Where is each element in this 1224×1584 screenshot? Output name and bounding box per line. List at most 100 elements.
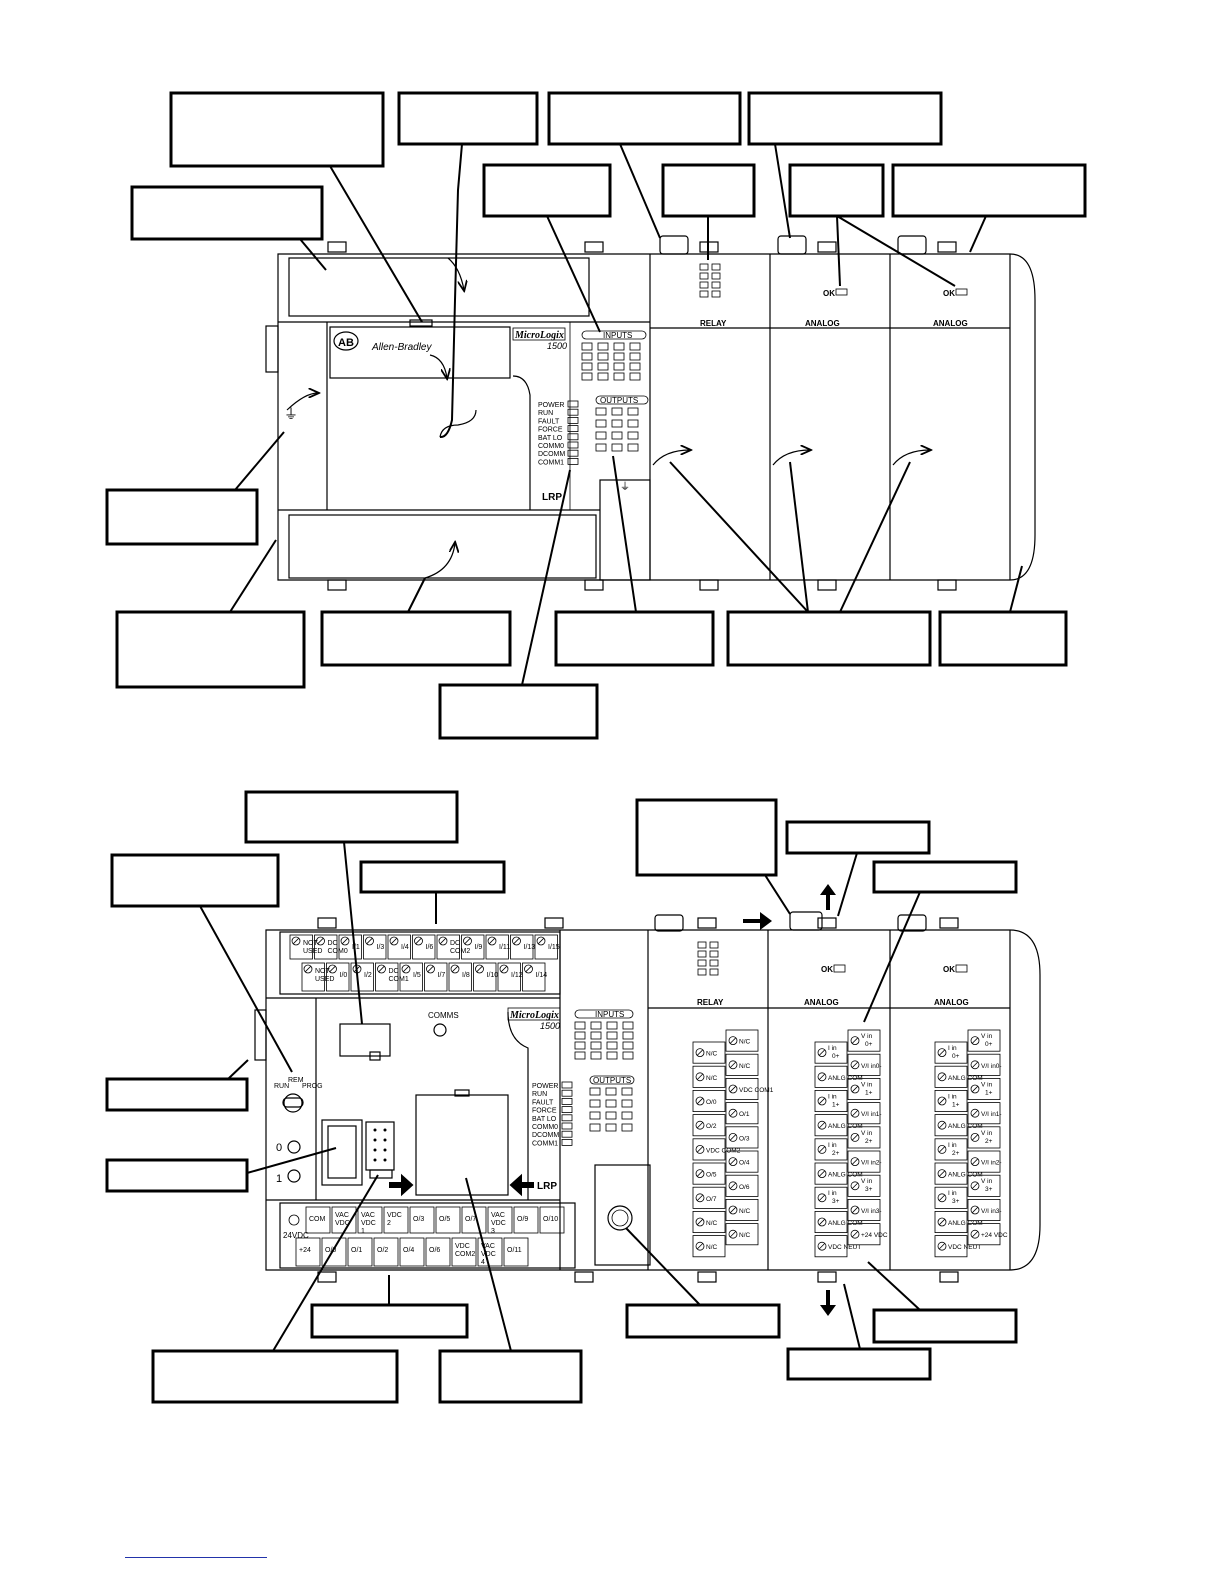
top-output-led-0-2 [627,407,639,416]
bottom-top-row1-screw-icon [536,936,546,946]
relay-left-screw-icon-slot [696,1194,704,1201]
analog2-left-terminal [934,1211,968,1234]
analog2-left-screw-icon [937,1120,947,1130]
bottom-status-led-label: COMM0 [532,1124,558,1131]
analog2-right-screw-icon [970,1084,980,1094]
top-expansion-modules: RELAY ANALOG ANALOG OK OK [649,254,1011,580]
relay-left-screw-icon [695,1072,705,1082]
bottom-top-row2-terminal-label: I/12 [511,972,523,979]
analog1-right-terminal [847,1126,881,1149]
relay-right-screw-icon-slot [729,1134,737,1141]
bottom-relay-led-1-1 [709,950,719,958]
analog2-right-screw-icon [970,1229,980,1239]
analog1-right-label: V in [861,1178,873,1185]
analog2-left-screw-icon-slot [938,1122,946,1129]
bottom-top-row2-terminal [375,962,399,992]
relay-right-terminal [725,1102,759,1125]
bottom-out-row2-terminal-label: O/1 [351,1247,362,1254]
analog1-right-terminal [847,1223,881,1246]
analog1-right-screw-icon [850,1133,860,1142]
bottom-out-row1-terminal [513,1206,539,1234]
bottom-callouts [105,790,1018,1404]
trim-pot-1-icon[interactable] [287,1169,301,1183]
top-input-led-1-0 [581,352,593,361]
analog2-right-label-2: 1+ [985,1089,993,1096]
top-input-led-3-2 [613,372,625,381]
pot-dot [383,1138,387,1142]
relay-left-terminal [692,1235,726,1258]
analog2-right-screw-icon-slot [971,1134,979,1141]
trim-pot-0-icon[interactable] [287,1140,301,1154]
bottom-top-row2-terminal-label: COM1 [389,976,409,983]
analog2-left-screw-icon-slot [938,1049,946,1056]
bottom-output-led-2-1 [605,1111,617,1120]
analog2-right-terminal [967,1174,1001,1197]
bottom-top-row1-screw-icon [291,936,301,946]
bottom-top-row1-screw-icon-slot [464,937,471,945]
relay-left-terminal [692,1090,726,1113]
bottom-output-led-0-0 [589,1087,601,1096]
analog2-right-label: V/I in2- [981,1160,1002,1167]
relay-left-screw-icon-slot [696,1049,704,1056]
relay-left-terminal [692,1065,726,1088]
bottom-input-led-3-1 [590,1051,602,1060]
top-status-led [567,457,579,465]
analog1-right-label: V in [861,1081,873,1088]
analog2-right-label: V/I in0- [981,1063,1002,1070]
bottom-top-row1-terminal [436,934,460,960]
top-output-led-1-2 [627,419,639,428]
analog2-left-screw-icon-slot [938,1097,946,1105]
bottom-relay-led-0-1 [709,941,719,949]
bottom-top-row2-terminal [522,962,546,992]
bottom-out-row1-terminal-label: VDC [335,1220,350,1227]
relay-left-label: O/0 [706,1099,717,1106]
mode-switch-icon[interactable] [283,1093,303,1113]
analog1-right-label-2: 0+ [865,1041,873,1048]
bottom-top-row2-terminal-label: I/10 [487,972,499,979]
bottom-status-led-label: FORCE [532,1108,557,1115]
analog1-left-terminal [814,1090,848,1113]
comm-port-icon[interactable] [607,1205,633,1231]
analog2-left-screw-icon [937,1072,947,1082]
bottom-top-row1-screw-icon-slot [415,937,422,945]
bottom-outputs-label: OUTPUTS [593,1076,631,1085]
svg-text:⏚: ⏚ [284,406,298,422]
analog2-left-terminal [934,1041,968,1064]
analog1-right-label: V in [861,1130,873,1137]
top-callouts [105,91,1087,740]
analog1-left-label: I in [828,1093,837,1100]
bottom-out-row1-terminal-label: 3 [491,1228,495,1235]
relay-right-screw-icon [728,1060,738,1070]
bottom-input-led-1-1 [590,1031,602,1040]
analog2-right-terminal [967,1199,1001,1222]
bottom-pot-0: 0 [276,1142,282,1154]
top-output-led-grid [595,407,639,452]
bottom-top-row1-screw-icon-slot [488,937,496,945]
analog1-left-screw-icon [817,1217,827,1227]
analog2-left-terminal [934,1065,968,1088]
bottom-top-row1-screw-icon-slot [537,937,545,945]
relay-left-terminal [692,1114,726,1137]
analog2-right-label-2: 3+ [985,1186,993,1193]
bottom-model: 1500 [540,1021,560,1031]
bottom-output-led-3-2 [621,1123,633,1132]
top-model: 1500 [547,341,567,351]
relay-right-screw-icon [728,1229,738,1239]
bottom-out-row2-terminal [399,1237,425,1267]
analog1-left-label: I in [828,1045,837,1052]
analog1-right-screw-icon-slot [851,1110,859,1117]
top-input-led-0-2 [613,342,625,351]
bottom-output-led-grid [589,1087,633,1132]
relay-right-label: O/1 [739,1111,750,1118]
relay-right-screw-icon-slot [729,1206,737,1214]
top-input-led-0-1 [597,342,609,351]
relay-left-label: N/C [706,1075,718,1082]
relay-left-screw-icon [695,1096,705,1106]
analog2-left-label-2: 1+ [952,1101,960,1108]
bottom-input-led-0-0 [574,1021,586,1030]
analog2-right-screw-icon-slot [971,1158,979,1165]
analog1-right-screw-icon-slot [851,1037,859,1044]
relay-left-screw-icon [695,1120,705,1130]
top-input-led-0-0 [581,342,593,351]
bottom-top-row1-terminal [387,934,411,960]
